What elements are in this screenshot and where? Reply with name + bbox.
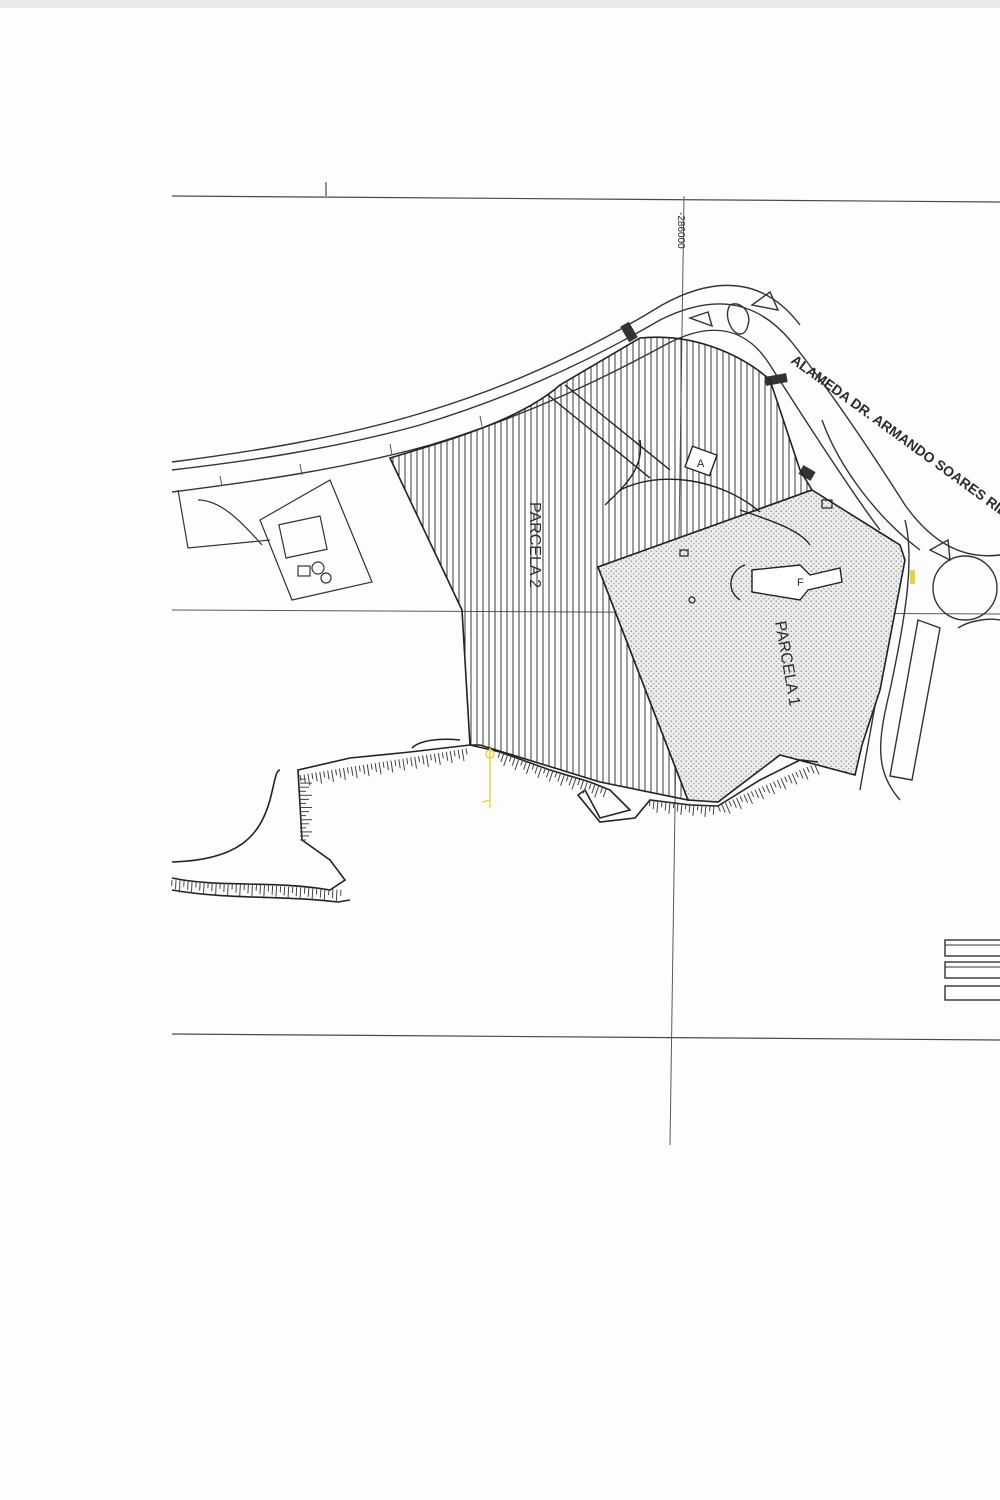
- legend-box-3: [944, 985, 1000, 1001]
- building-small: A: [684, 445, 718, 477]
- legend-box-1: [944, 939, 1000, 957]
- legend: [944, 939, 1000, 1001]
- small-structure-2: [679, 549, 689, 557]
- location-marker: [481, 748, 495, 808]
- parcel-2-label: PARCELA 2: [526, 502, 543, 588]
- road-marker-3: [798, 465, 816, 481]
- interior-paths: [547, 384, 811, 601]
- parcel-1-area: [596, 489, 906, 803]
- road-marker-1: [620, 321, 638, 343]
- top-band: [0, 0, 1000, 8]
- building-small-label: A: [697, 458, 705, 470]
- legend-box-2: [944, 961, 1000, 979]
- traffic-islands: [687, 290, 1000, 629]
- building-main-label: F: [797, 577, 804, 589]
- grid-coordinate-label: -286000: [675, 212, 686, 249]
- small-structure-1: [821, 499, 833, 509]
- road-dashes: [219, 415, 483, 487]
- building-main: F: [751, 564, 843, 601]
- cliff-hatching: [171, 748, 820, 902]
- small-structure-3: [688, 596, 696, 604]
- map-frame: [171, 182, 1000, 1041]
- highlight-mark: [910, 570, 915, 584]
- neighbour-lot: [177, 479, 373, 601]
